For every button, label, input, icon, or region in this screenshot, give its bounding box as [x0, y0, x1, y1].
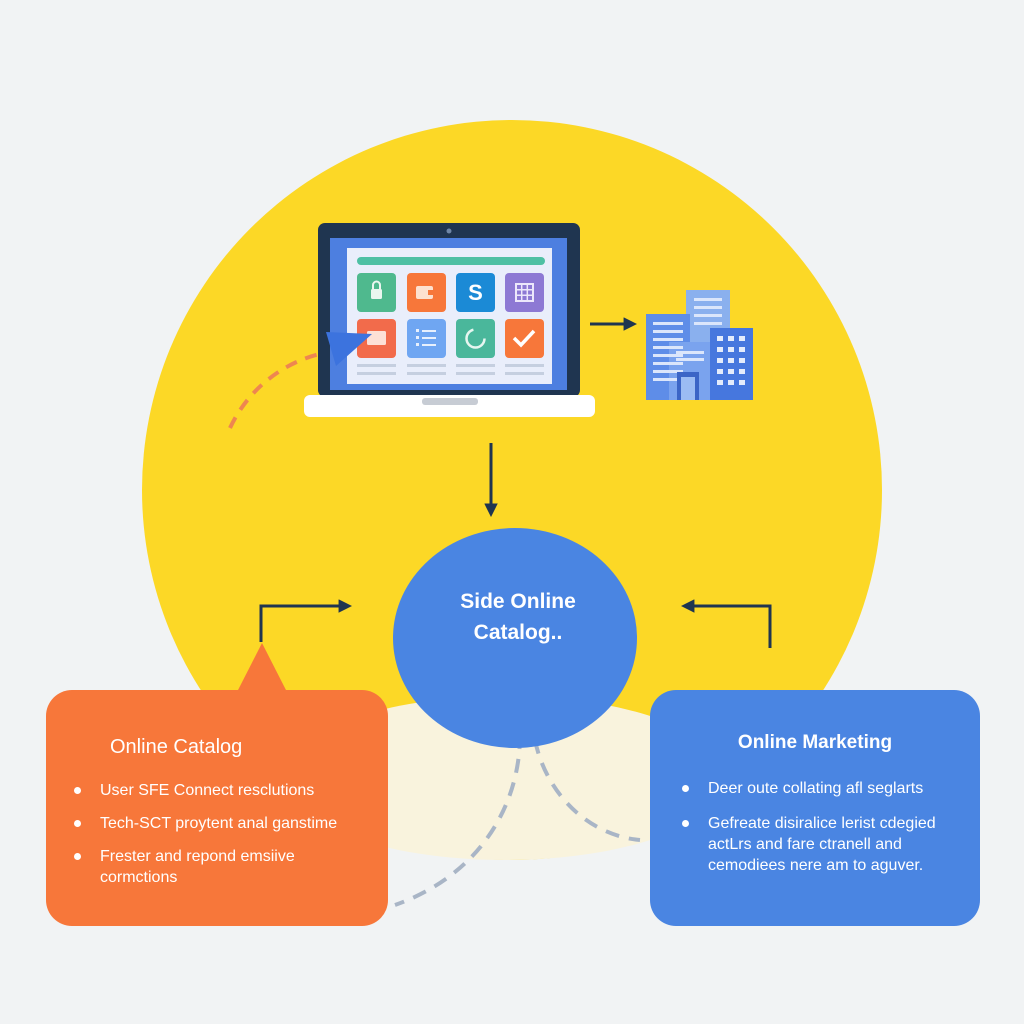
cream-ellipse — [283, 696, 727, 860]
center-node-label: Side Online Catalog.. — [400, 586, 636, 648]
dashed-connector-left — [394, 734, 522, 907]
laptop-illustration: S — [304, 223, 595, 417]
cursor-pointer-icon — [326, 332, 372, 366]
online-catalog-item: User SFE Connect resclutions — [74, 780, 368, 801]
left-card-pointer — [236, 643, 288, 694]
laptop-camera — [446, 228, 452, 234]
online-catalog-list: User SFE Connect resclutions Tech-SCT pr… — [74, 780, 368, 900]
online-marketing-title: Online Marketing — [737, 732, 893, 753]
online-catalog-item: Frester and repond emsiive cormctions — [74, 846, 368, 888]
center-label-line-2: Catalog.. — [473, 621, 563, 644]
dashed-connector-right — [533, 739, 641, 842]
online-catalog-title: Online Catalog — [110, 736, 243, 758]
svg-text:S: S — [468, 280, 483, 305]
s-app-icon — [456, 273, 495, 312]
check-icon — [505, 319, 544, 358]
refresh-icon — [456, 319, 495, 358]
left-card-shape — [46, 690, 388, 926]
grid-icon — [505, 273, 544, 312]
laptop-base — [304, 395, 595, 417]
online-marketing-list: Deer oute collating afl seglarts Gefreat… — [682, 778, 962, 890]
laptop-text-lines — [357, 364, 544, 375]
online-catalog-card: Online Catalog User SFE Connect rescluti… — [46, 690, 388, 926]
laptop-trackpad — [422, 398, 478, 405]
online-marketing-card: Online Marketing Deer oute collating afl… — [650, 690, 980, 926]
online-marketing-item: Deer oute collating afl seglarts — [682, 778, 962, 799]
buildings-icon — [646, 290, 753, 400]
arrow-left-card-to-center — [259, 599, 353, 642]
online-catalog-item: Tech-SCT proytent anal ganstime — [74, 813, 368, 834]
arrow-right-card-to-center — [680, 599, 772, 648]
dashed-connector-orange — [228, 350, 331, 429]
right-card-shape — [650, 690, 980, 926]
center-label-line-1: Side Online — [460, 590, 576, 613]
laptop-header-bar — [357, 257, 545, 265]
center-node — [393, 528, 637, 748]
online-marketing-item: Gefreate disiralice lerist cdegied actLr… — [682, 813, 962, 876]
laptop-window — [347, 248, 552, 384]
